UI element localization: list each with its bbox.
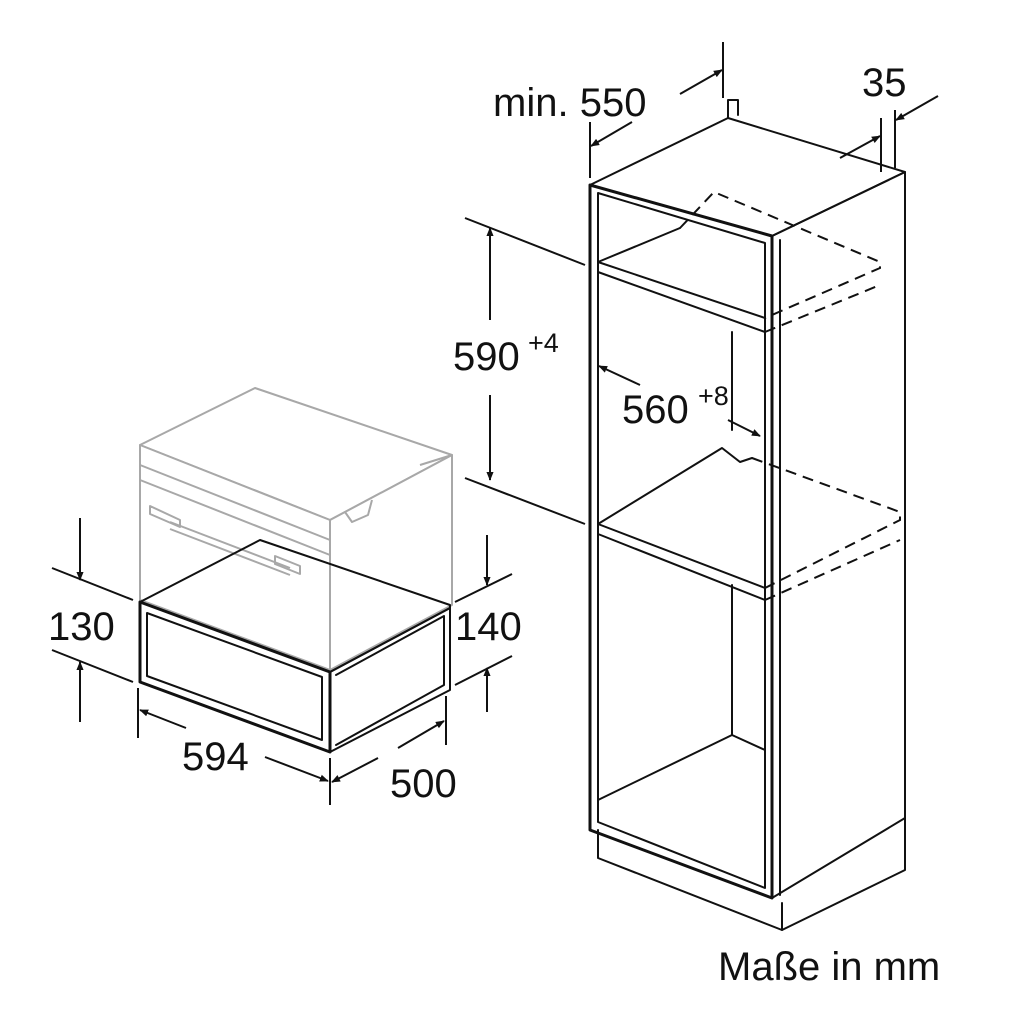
lower-shelf [597,447,901,601]
dim-niche-width: 560 +8 [598,365,761,437]
upper-shelf [597,190,881,333]
label-niche-depth: min. 550 [493,81,646,125]
dim-drawer-depth: 500 [331,696,457,806]
units-caption: Maße in mm [718,945,940,989]
cabinet-front-frame [588,183,774,900]
oven-handle [149,505,301,576]
dim-drawer-body-height: 140 [454,535,522,712]
dim-drawer-width: 594 [137,688,331,805]
label-side-panel: 35 [862,61,907,105]
cabinet-right-side [771,171,906,899]
warming-drawer [138,539,451,754]
oven-ghost [139,387,453,671]
dim-niche-depth: min. 550 [493,42,724,178]
dim-side-panel: 35 [839,61,939,172]
tolerance-niche-width: +8 [698,381,729,411]
dim-drawer-front-height: 130 [48,518,134,722]
label-drawer-body-height: 140 [455,605,522,649]
label-drawer-depth: 500 [390,762,457,806]
label-niche-height: 590 [453,335,520,379]
label-drawer-front-height: 130 [48,605,115,649]
label-drawer-width: 594 [182,735,249,779]
tall-cabinet [588,99,906,931]
cabinet-plinth [597,817,906,931]
dim-niche-height: 590 +4 [453,217,586,525]
label-niche-width: 560 [622,388,689,432]
bottom-compartment [597,734,766,801]
tolerance-niche-height: +4 [528,328,559,358]
